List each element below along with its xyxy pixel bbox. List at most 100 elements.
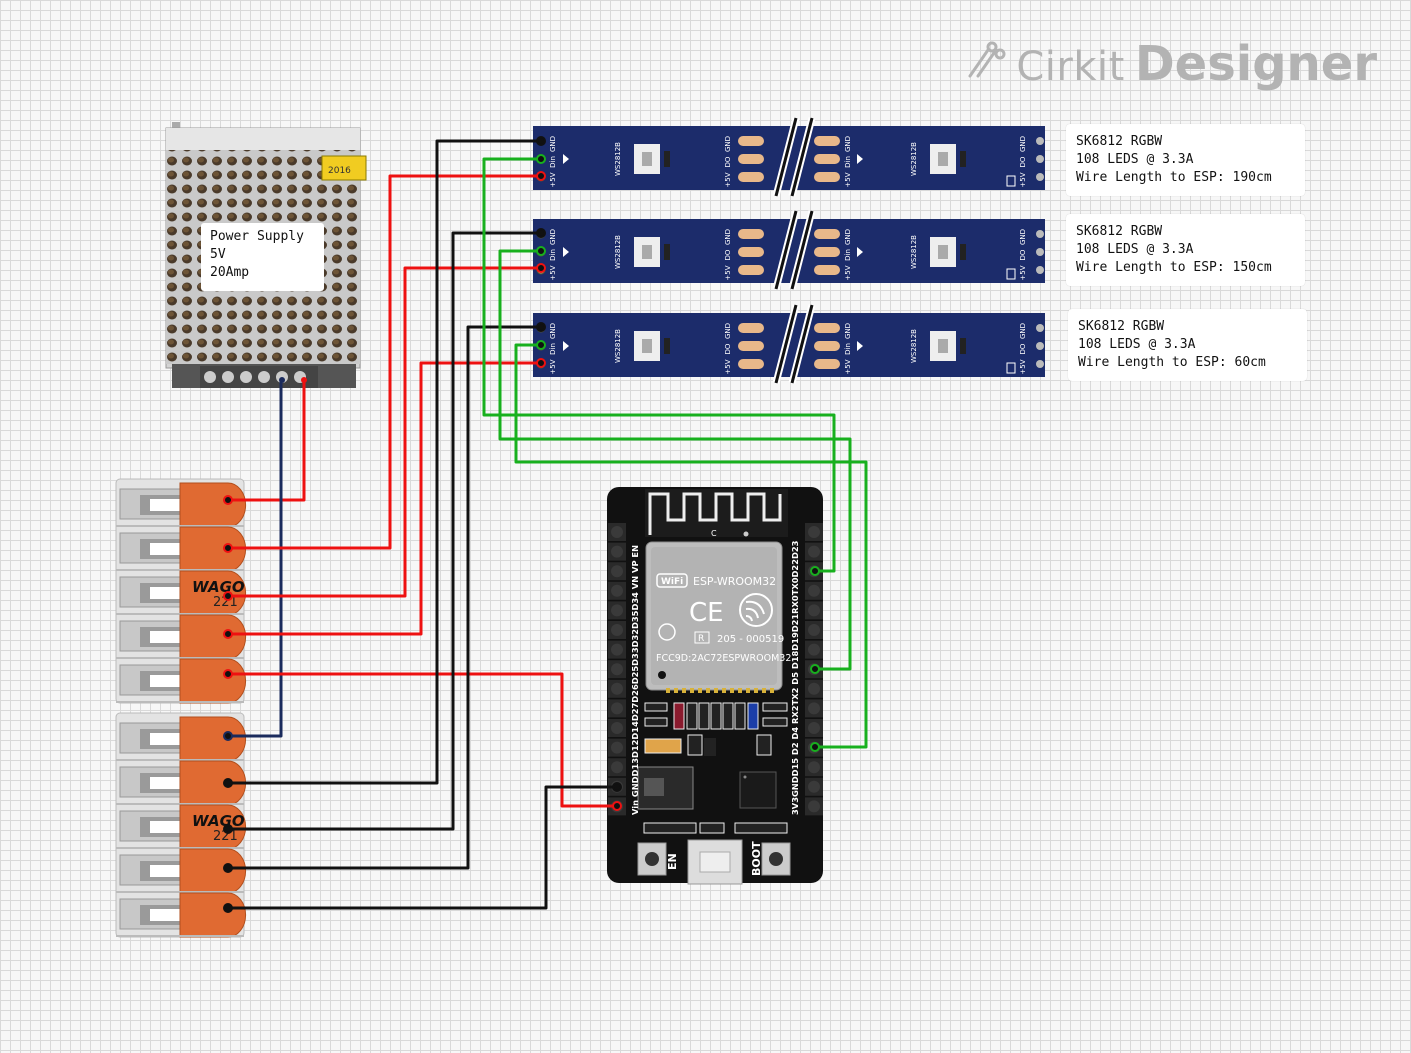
wire-endpoint[interactable] (223, 778, 233, 788)
wire-5v-strip1[interactable] (228, 174, 541, 550)
strip-pad-label: +5V (724, 265, 732, 280)
cirkit-logo-icon (968, 41, 1006, 78)
wire-endpoint[interactable] (810, 742, 820, 752)
right-pin-labels: 3V3GNDD15 D2 D4 RX2TX2 D5 D18D19D21RX0TX… (790, 540, 800, 815)
header-pin[interactable] (611, 643, 623, 656)
header-pin[interactable] (611, 584, 623, 597)
strip-pad-label: +5V (549, 265, 557, 280)
wire-endpoint[interactable] (810, 664, 820, 674)
wire-data-strip1[interactable] (482, 157, 836, 573)
wago-lever[interactable] (179, 848, 247, 894)
module-pads (666, 688, 774, 693)
wago-lever[interactable] (179, 482, 247, 528)
header-pin[interactable] (611, 663, 623, 676)
wire-gnd-strip1[interactable] (228, 139, 541, 785)
header-pin[interactable] (808, 604, 820, 617)
wire-gnd-esp[interactable] (228, 785, 617, 910)
header-pin[interactable] (611, 682, 623, 695)
wire-endpoint[interactable] (223, 629, 233, 639)
header-pin[interactable] (611, 702, 623, 715)
wire-data-strip3[interactable] (514, 343, 868, 749)
cut-mark (774, 304, 798, 384)
brand-name: Designer (1134, 36, 1377, 92)
wire-endpoint[interactable] (223, 543, 233, 553)
psu-terminal-block (200, 366, 318, 388)
header-pin[interactable] (808, 584, 820, 597)
header-pin[interactable] (611, 624, 623, 636)
strip-chip-label: WS2812B (614, 142, 622, 176)
wire-endpoint[interactable] (536, 263, 546, 273)
wago-lever[interactable] (179, 614, 247, 660)
strip-pad-label: GND (844, 323, 852, 339)
header-pin[interactable] (611, 565, 623, 578)
wire-endpoint[interactable] (536, 322, 546, 332)
wire-gnd-strip3[interactable] (228, 325, 541, 870)
wire-endpoint[interactable] (223, 591, 233, 601)
wire-endpoint[interactable] (223, 903, 233, 913)
header-pin[interactable] (611, 761, 623, 774)
strip-pad-label: +5V (844, 265, 852, 280)
header-pin[interactable] (808, 761, 820, 774)
header-pin[interactable] (611, 545, 623, 558)
header-pin[interactable] (611, 526, 623, 538)
wire-5v-strip3[interactable] (228, 361, 541, 636)
wire-5v-esp[interactable] (228, 672, 617, 808)
strip1-note: SK6812 RGBW 108 LEDS @ 3.3A Wire Length … (1066, 124, 1305, 196)
wire-endpoint[interactable] (810, 566, 820, 576)
wire-psu-5v[interactable] (228, 380, 306, 502)
wires (228, 139, 868, 910)
header-pin[interactable] (808, 800, 820, 813)
header-pin[interactable] (808, 722, 820, 734)
wire-endpoint[interactable] (223, 669, 233, 679)
strip-pad-label: GND (844, 136, 852, 152)
wago-lever[interactable] (179, 658, 247, 704)
ce-mark: CE (689, 598, 724, 628)
wire-endpoint[interactable] (536, 340, 546, 350)
wago-brand: WAGO (192, 812, 245, 830)
cert-icon (658, 623, 676, 641)
header-pin[interactable] (808, 780, 820, 793)
wire-endpoint[interactable] (536, 246, 546, 256)
wire-data-strip2[interactable] (498, 249, 852, 671)
header-pin[interactable] (611, 722, 623, 734)
strip-pad-label: Din (549, 249, 557, 261)
wire-endpoint[interactable] (536, 171, 546, 181)
header-pin[interactable] (808, 624, 820, 636)
header-pin[interactable] (611, 741, 623, 754)
wire-endpoint[interactable] (536, 154, 546, 164)
wire-endpoint[interactable] (536, 358, 546, 368)
wire-endpoint[interactable] (536, 136, 546, 146)
wire-endpoint[interactable] (612, 782, 622, 792)
wire-endpoint[interactable] (612, 801, 622, 811)
wire-endpoint[interactable] (223, 824, 233, 834)
strip-pad-label: Din (549, 156, 557, 168)
boot-button-label: BOOT (750, 841, 763, 876)
header-pin[interactable] (808, 643, 820, 656)
wago-lever[interactable] (179, 892, 247, 938)
esp32-board[interactable]: C WiFi ESP-WROOM32 CE R 205 - 000519 FCC… (607, 487, 823, 885)
left-pin-labels: Vin GNDD13D12D14D27D26D25D33D32D35D34 VN… (630, 545, 640, 815)
header-pin[interactable] (808, 526, 820, 538)
wire-5v-strip2[interactable] (228, 266, 541, 598)
strip-pad-label: GND (1019, 323, 1027, 339)
header-pin[interactable] (611, 604, 623, 617)
wire-endpoint[interactable] (223, 863, 233, 873)
wago-lever[interactable] (179, 716, 247, 762)
wire-psu-gnd[interactable] (228, 380, 283, 738)
strip-pad-label: +5V (549, 359, 557, 374)
wire-endpoint[interactable] (536, 228, 546, 238)
strip-pad-label: GND (1019, 136, 1027, 152)
strip-chip-label: WS2812B (910, 329, 918, 363)
wire-endpoint[interactable] (223, 731, 233, 741)
header-pin[interactable] (808, 682, 820, 695)
brand-logo: Cirkit Designer (966, 36, 1377, 92)
header-pin[interactable] (808, 545, 820, 558)
header-pin[interactable] (808, 702, 820, 715)
wire-gnd-strip2[interactable] (228, 231, 541, 831)
wire-endpoint[interactable] (223, 495, 233, 505)
